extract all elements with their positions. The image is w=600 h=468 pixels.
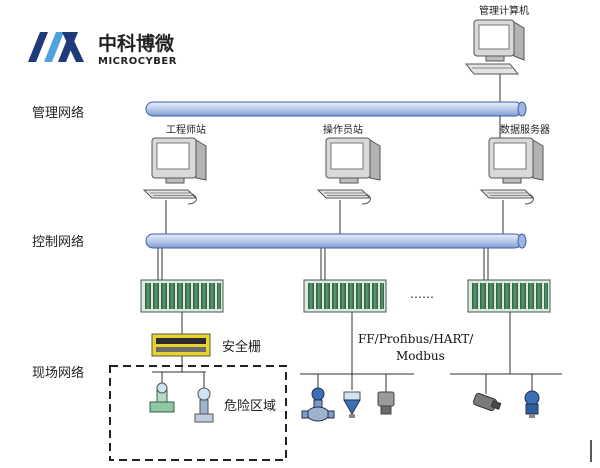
pressure-transmitter xyxy=(343,391,361,418)
controller-rack-3 xyxy=(467,279,551,313)
vortex-flowmeter xyxy=(301,387,335,422)
management-computer: 管理计算机 xyxy=(464,4,529,75)
management-network-bus xyxy=(145,101,527,117)
flowmeter-instrument-1 xyxy=(149,382,175,413)
field-sensor xyxy=(472,392,502,412)
protocols-label-line1: FF/Profibus/HART/ xyxy=(358,332,474,346)
protocols-label-line2: Modbus xyxy=(396,349,445,363)
management-computer-label: 管理计算机 xyxy=(479,4,529,17)
engineer-station-label: 工程师站 xyxy=(166,123,206,136)
temperature-transmitter xyxy=(377,391,395,415)
safety-barrier-label: 安全栅 xyxy=(222,339,261,355)
connector-lines xyxy=(152,74,562,394)
level-transmitter xyxy=(524,390,540,418)
control-network-label: 控制网络 xyxy=(32,234,84,250)
operator-station-label: 操作员站 xyxy=(323,123,363,136)
microcyber-logo: 中科博微 MICROCYBER xyxy=(28,32,177,67)
data-server-label: 数据服务器 xyxy=(500,123,550,136)
data-server-computer xyxy=(480,137,544,205)
ellipsis-label: …… xyxy=(410,287,434,301)
engineer-station-computer xyxy=(143,137,207,205)
control-network-bus xyxy=(145,233,527,249)
logo-name-cn: 中科博微 xyxy=(98,32,175,55)
logo-name-en: MICROCYBER xyxy=(98,56,177,67)
safety-barrier: 安全栅 xyxy=(151,333,261,357)
field-network-label: 现场网络 xyxy=(32,365,84,381)
flowmeter-instrument-2 xyxy=(194,387,214,423)
controller-rack-2 xyxy=(303,279,387,313)
logo-mark xyxy=(28,32,48,62)
operator-station-computer xyxy=(317,137,381,205)
controller-rack-1 xyxy=(140,279,224,313)
management-network-label: 管理网络 xyxy=(32,105,84,121)
hazardous-area-label: 危险区域 xyxy=(224,399,276,414)
hazardous-area-boundary xyxy=(109,365,287,461)
